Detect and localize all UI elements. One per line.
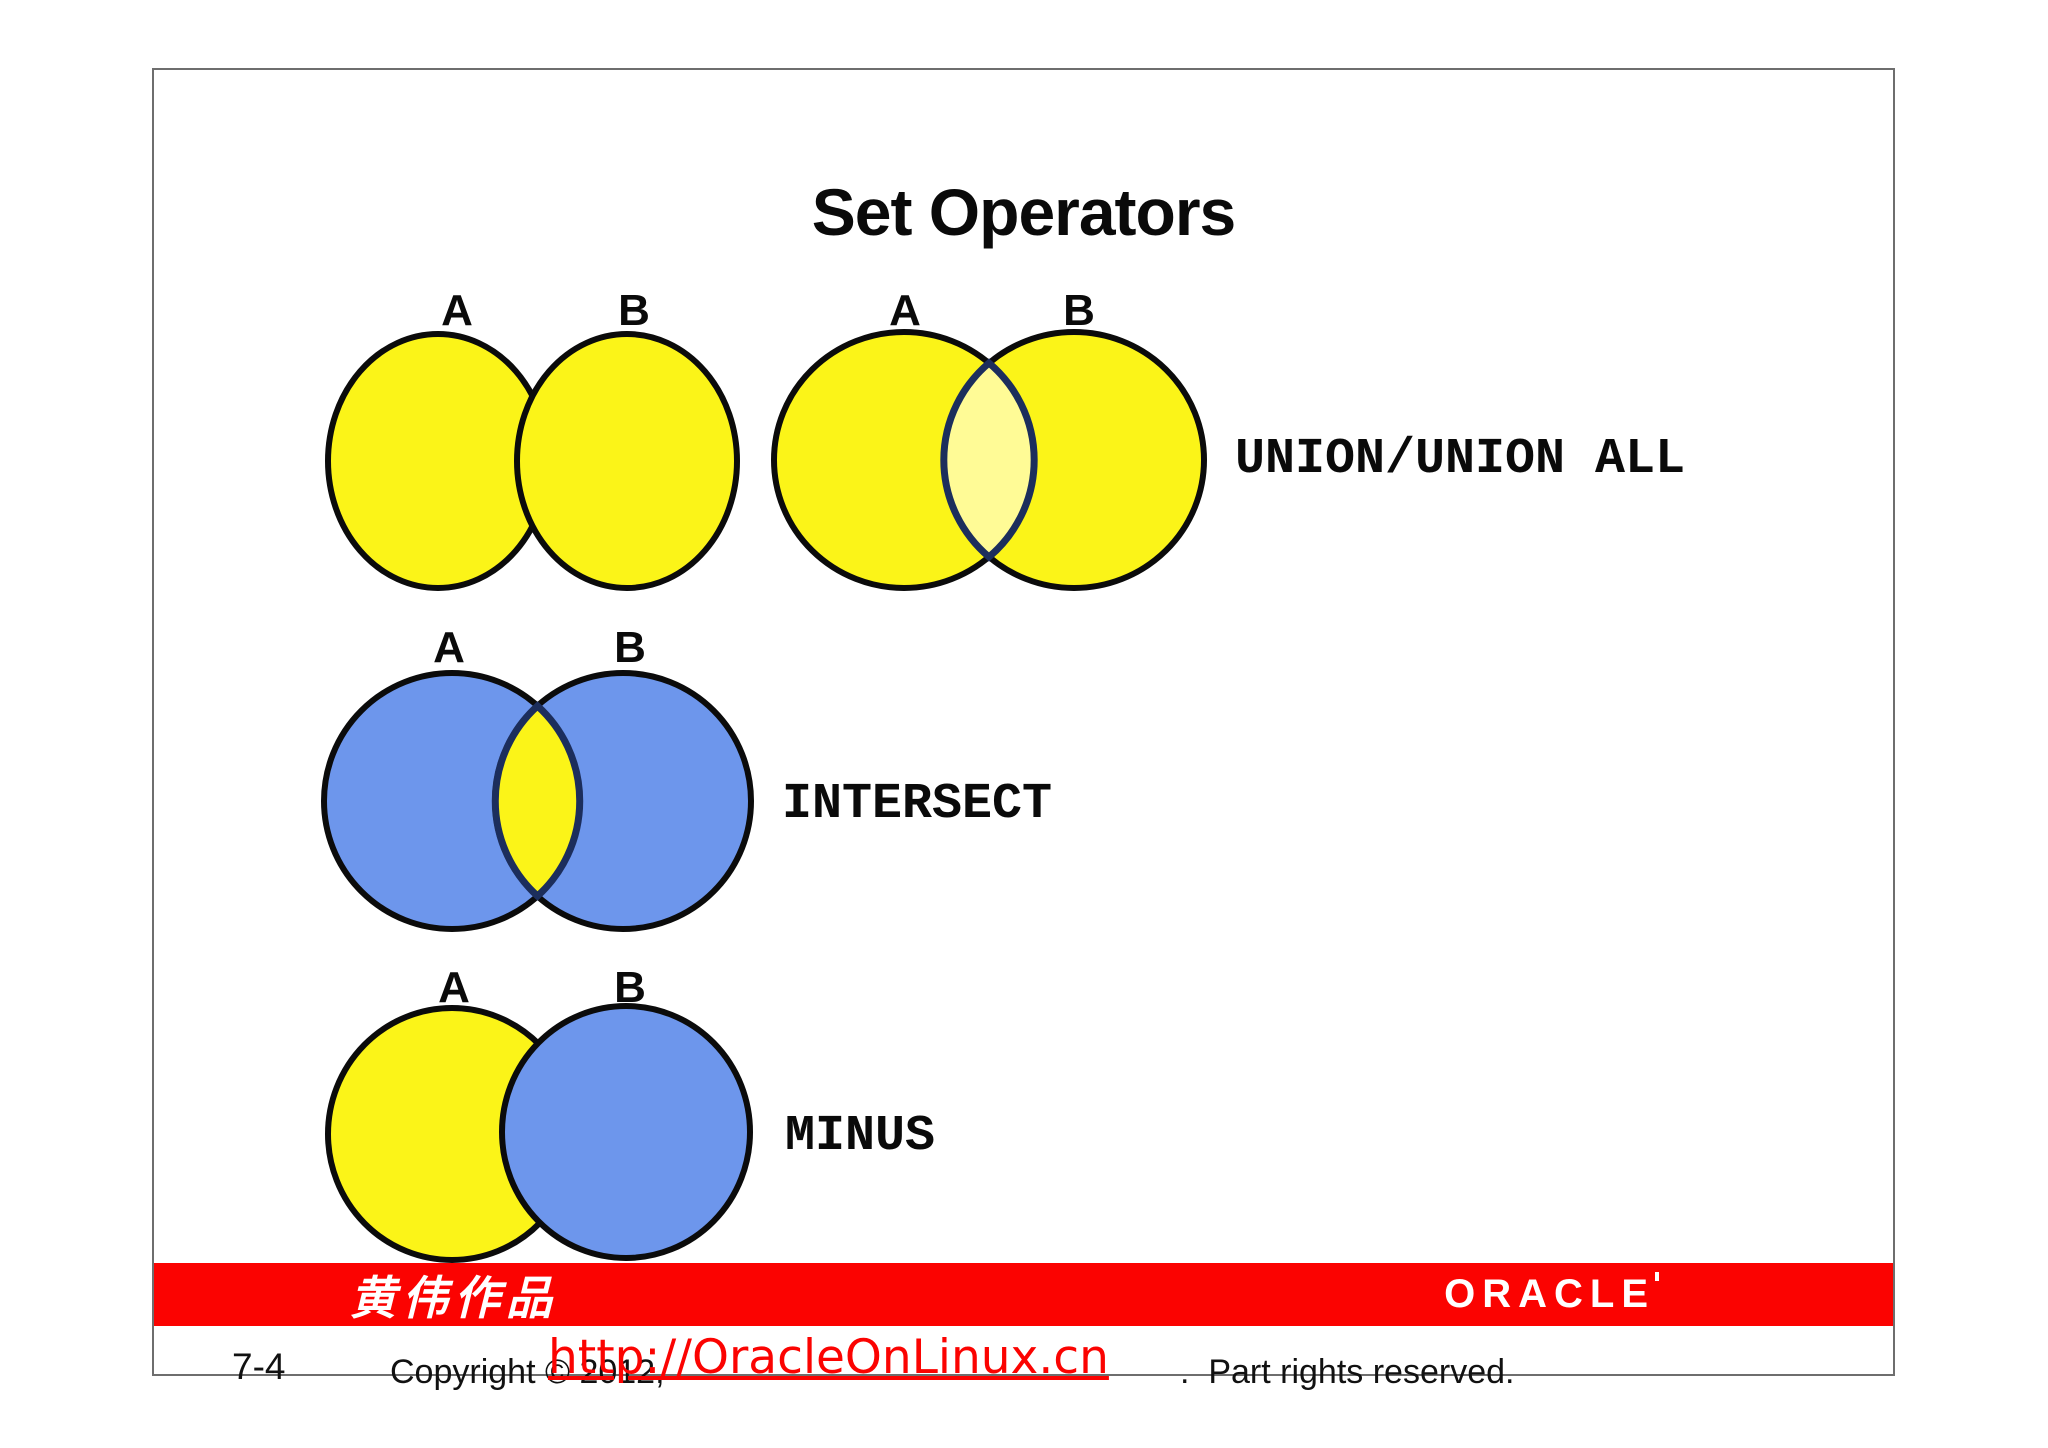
union-left-circle-b — [514, 331, 740, 591]
union-overlap-lens — [940, 358, 1038, 562]
operator-minus-label: MINUS — [785, 1108, 935, 1165]
union-left-label-a: A — [441, 286, 473, 335]
slide: Set Operators A B A B UNION/UNION ALL A … — [152, 68, 1895, 1391]
page-number: 7-4 — [232, 1346, 286, 1387]
trademark-icon — [1655, 1272, 1659, 1281]
intersect-label-a: A — [433, 623, 465, 672]
venn-diagrams: A B A B UNION/UNION ALL A B INTERSECT A … — [321, 286, 1685, 1263]
intersect-overlap-lens — [491, 701, 584, 901]
operator-intersect-label: INTERSECT — [782, 776, 1052, 833]
oracle-logo-text: ORACLE — [1444, 1272, 1655, 1316]
author-signature: 黄伟作品 — [350, 1270, 558, 1325]
union-left-label-b: B — [618, 286, 650, 335]
slide-title: Set Operators — [811, 175, 1236, 249]
rights-text: . Part rights reserved. — [1180, 1353, 1515, 1391]
oracle-logo: ORACLE — [1444, 1272, 1659, 1317]
union-right-label-b: B — [1063, 286, 1095, 335]
site-link[interactable]: http://OracleOnLinux.cn — [548, 1330, 1109, 1385]
minus-label-a: A — [438, 963, 470, 1012]
union-right-label-a: A — [889, 286, 921, 335]
intersect-label-b: B — [614, 623, 646, 672]
copyright-text: Copyright © 2012, — [390, 1353, 665, 1391]
minus-circle-b — [499, 1003, 753, 1261]
footer-bar: 黄伟作品 ORACLE — [154, 1263, 1893, 1326]
operator-union-label: UNION/UNION ALL — [1235, 431, 1685, 488]
minus-label-b: B — [614, 963, 646, 1012]
